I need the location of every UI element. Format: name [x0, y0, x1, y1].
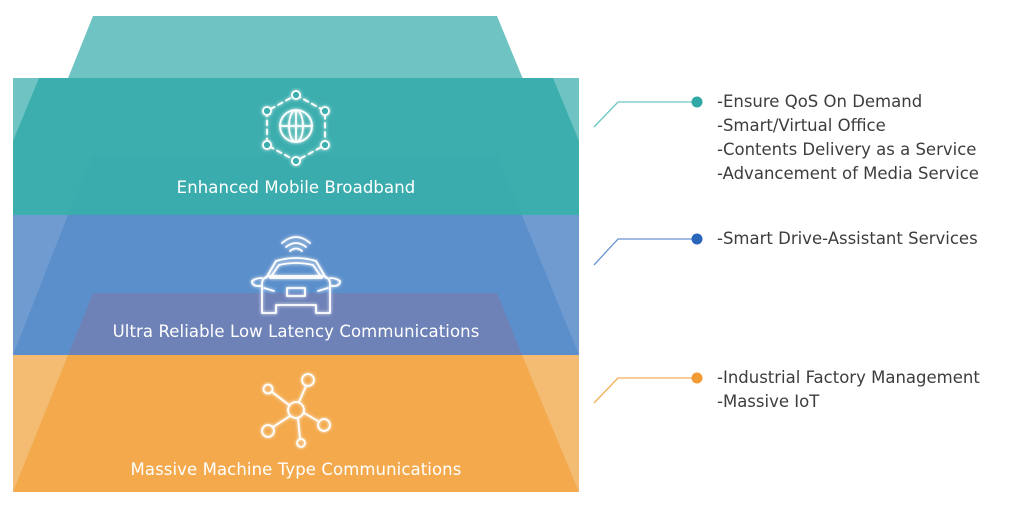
bullet-item: -Massive IoT — [717, 392, 820, 411]
connector-embb — [593, 96, 703, 128]
embb-bullet-list: -Ensure QoS On Demand -Smart/Virtual Off… — [717, 90, 979, 186]
globe-network-icon — [262, 90, 330, 166]
urllc-trapezoid-top — [68, 155, 522, 215]
mmtc-bullet-list: -Industrial Factory Management -Massive … — [717, 366, 980, 414]
bullet-dot-mmtc — [691, 372, 703, 384]
bullet-item: -Contents Delivery as a Service — [717, 140, 977, 159]
bullet-item: -Advancement of Media Service — [717, 164, 979, 183]
mmtc-trapezoid-top — [68, 293, 522, 355]
connected-car-icon — [251, 236, 341, 314]
connector-urllc — [593, 233, 703, 266]
embb-title: Enhanced Mobile Broadband — [176, 178, 416, 197]
bullet-item: -Smart/Virtual Office — [717, 116, 886, 135]
urllc-bullet-list: -Smart Drive-Assistant Services — [717, 227, 978, 251]
urllc-title: Ultra Reliable Low Latency Communication… — [112, 322, 480, 341]
bullet-dot-urllc — [691, 233, 703, 245]
bullet-dot-embb — [691, 96, 703, 108]
bullet-item: -Smart Drive-Assistant Services — [717, 229, 978, 248]
bullet-item: -Industrial Factory Management — [717, 368, 980, 387]
layer-mmtc — [13, 293, 579, 492]
iot-network-icon — [261, 373, 331, 448]
connector-mmtc — [593, 372, 703, 404]
mmtc-band-overlap — [13, 355, 579, 492]
mmtc-title: Massive Machine Type Communications — [130, 460, 462, 479]
bullet-item: -Ensure QoS On Demand — [717, 92, 923, 111]
